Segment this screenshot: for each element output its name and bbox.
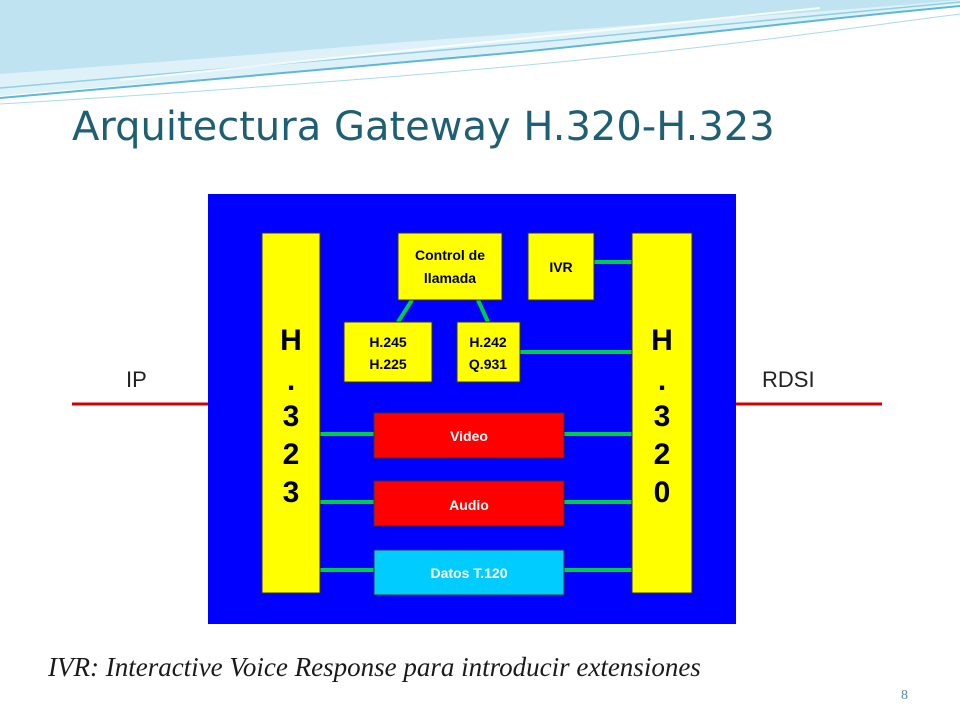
- h323-char: .: [287, 364, 295, 397]
- h320-block: [631, 232, 693, 594]
- q931-label: Q.931: [469, 356, 507, 372]
- h323-char: 2: [283, 438, 300, 471]
- h320-char: 2: [654, 438, 671, 471]
- call-control-label: Control de: [415, 247, 485, 263]
- h225-label: H.225: [369, 356, 407, 372]
- h323-block: [261, 232, 321, 594]
- footnote: IVR: Interactive Voice Response para int…: [48, 652, 701, 682]
- h242-label: H.242: [469, 334, 507, 350]
- video-block: [373, 412, 565, 459]
- data-t120-block: [373, 549, 565, 596]
- h320-char: .: [658, 364, 666, 397]
- data-t120-label: Datos T.120: [430, 565, 507, 581]
- ip-label: IP: [126, 367, 147, 392]
- h323-char: H: [280, 324, 302, 357]
- h245-h225-block: [343, 321, 433, 383]
- page-title: Arquitectura Gateway H.320-H.323: [72, 104, 775, 150]
- h323-char: 3: [283, 400, 300, 433]
- rdsi-label: RDSI: [762, 367, 815, 392]
- call-control-label: llamada: [424, 270, 476, 286]
- video-label: Video: [450, 428, 488, 444]
- h245-label: H.245: [369, 334, 407, 350]
- page-number: 8: [901, 688, 908, 703]
- h320-char: 0: [654, 476, 671, 509]
- h242-q931-block: [456, 321, 521, 383]
- audio-block: [373, 480, 565, 527]
- h323-char: 3: [283, 476, 300, 509]
- ivr-label: IVR: [549, 259, 572, 275]
- call-control-block: [397, 232, 503, 301]
- ivr-block: [527, 232, 595, 301]
- h320-char: 3: [654, 400, 671, 433]
- audio-label: Audio: [449, 497, 489, 513]
- h320-char: H: [651, 324, 673, 357]
- connector-lines: [320, 260, 632, 572]
- wave-header-decoration: [0, 0, 960, 105]
